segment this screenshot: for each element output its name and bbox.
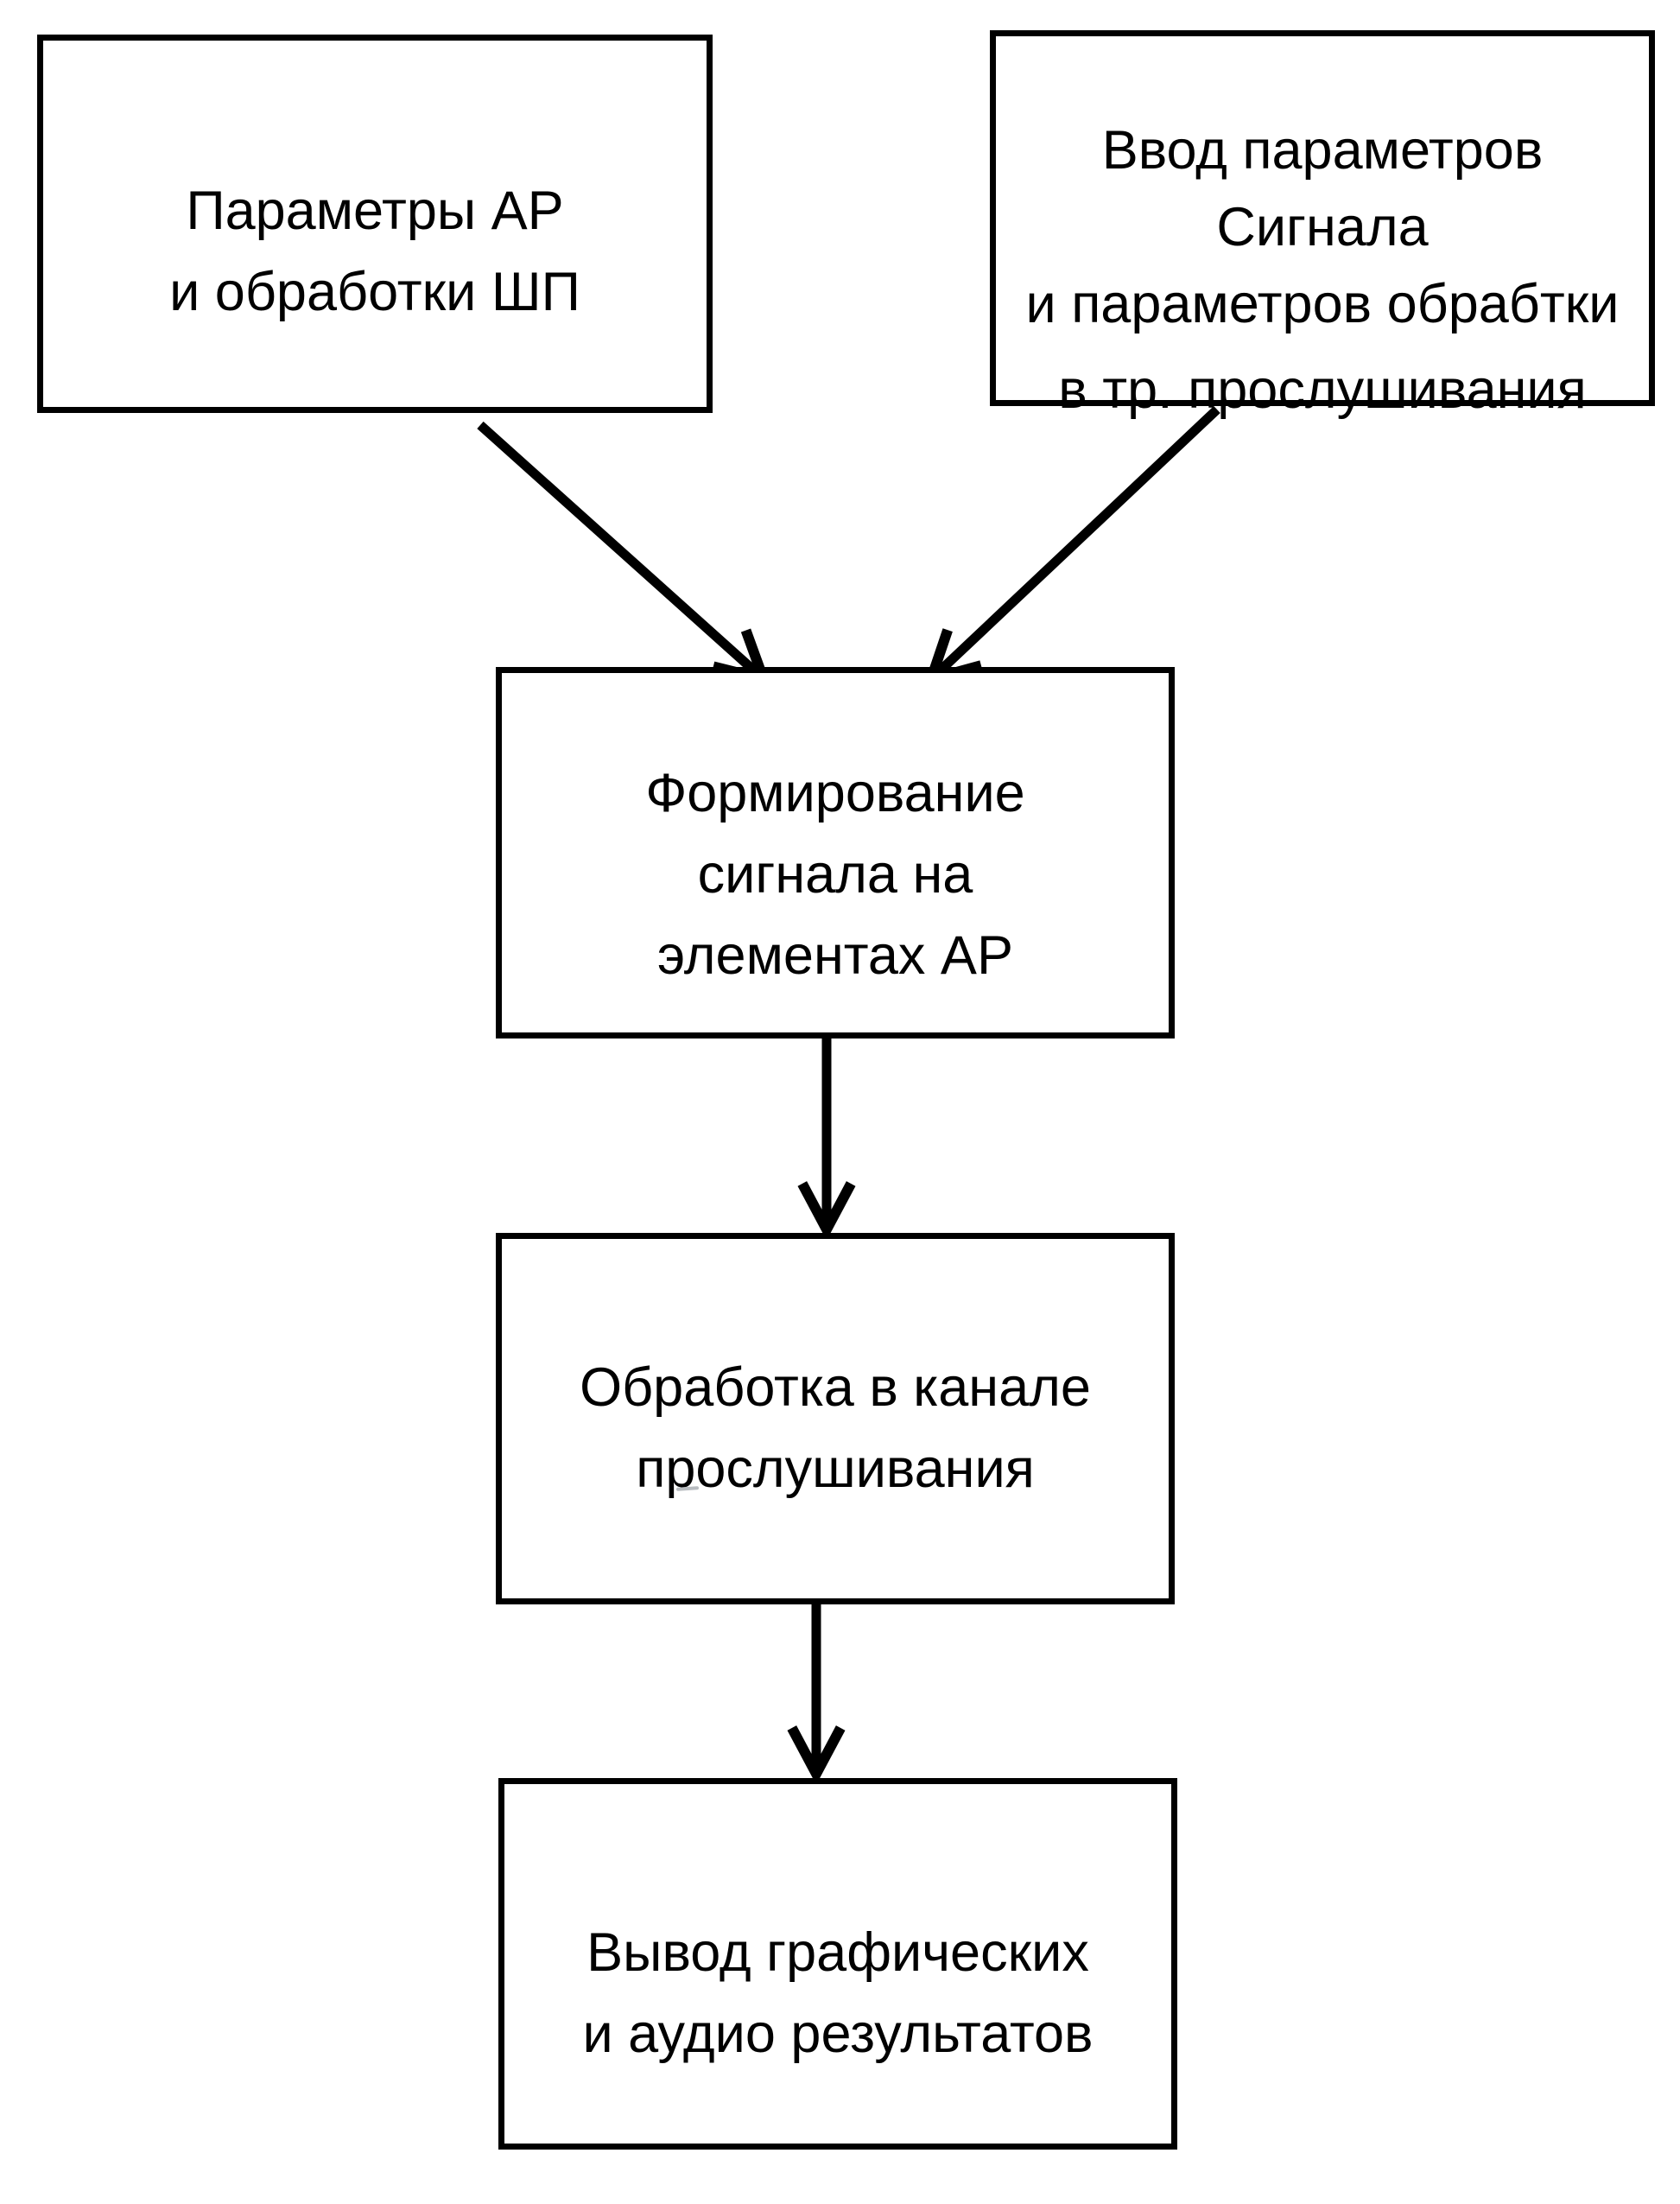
node-results-output: Вывод графических и аудио результатов	[498, 1778, 1177, 2150]
node-text-line: Вывод графических	[586, 1922, 1089, 1983]
node-text-line: и параметров обрабтки	[1025, 274, 1620, 334]
node-text-line: Сигнала	[1216, 197, 1429, 257]
node-ar-noise-params: Параметры АР и обработки ШП	[37, 35, 713, 413]
node-text-line: Обработка в канале	[580, 1357, 1091, 1418]
node-signal-formation: Формирование сигнала на элементах АР	[496, 667, 1175, 1038]
arrow-formation-to-processing	[797, 1038, 856, 1241]
arrow-signal-params-to-formation	[922, 405, 1220, 687]
node-text-line: Параметры АР	[186, 181, 564, 241]
node-text-line: Ввод параметров	[1101, 120, 1544, 181]
arrow-ar-params-to-formation	[477, 421, 772, 687]
node-text-line: Формирование	[645, 763, 1025, 823]
node-text-line: прослушивания	[636, 1439, 1035, 1499]
node-text-line: и аудио результатов	[582, 2004, 1094, 2064]
node-text-line: элементах АР	[657, 925, 1013, 986]
node-text-line: и обработки ШП	[169, 262, 580, 322]
node-listening-channel-processing: Обработка в канале прослушивания	[496, 1233, 1175, 1604]
arrow-processing-to-output	[787, 1604, 846, 1785]
node-text-line: сигнала на	[697, 844, 973, 905]
node-text-line: в тр. прослушивания	[1058, 359, 1587, 420]
node-signal-input-params: Ввод параметров Сигнала и параметров обр…	[990, 30, 1655, 420]
